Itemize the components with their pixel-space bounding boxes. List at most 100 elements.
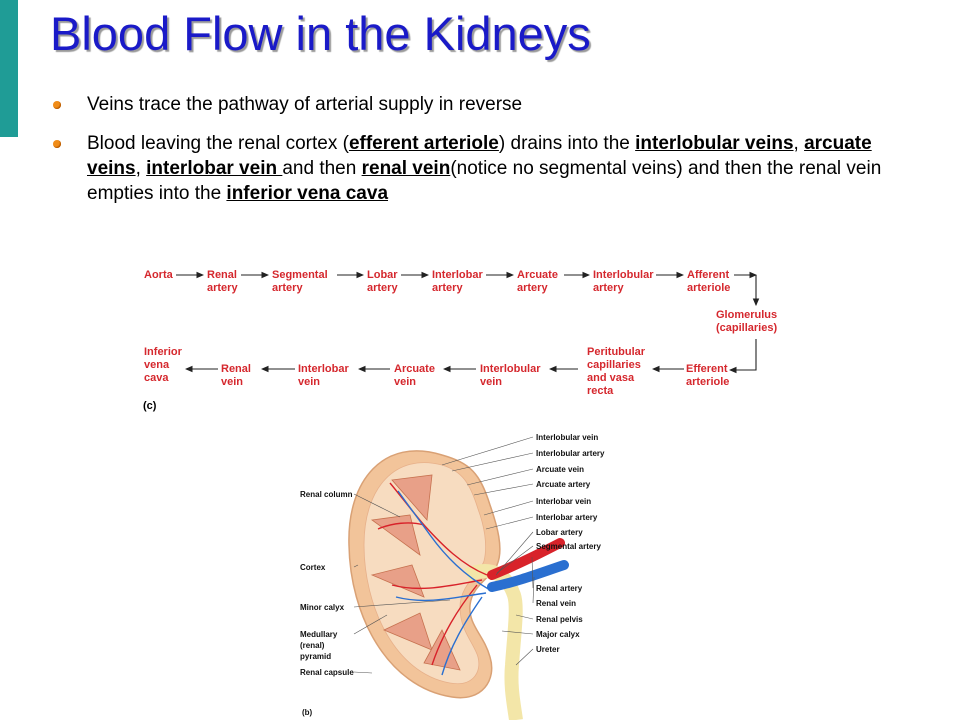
kidney-right-label: Arcuate vein [536, 465, 584, 474]
term-efferent-arteriole: efferent arteriole [348, 133, 499, 154]
flow-node-bottom-line: Efferent [686, 363, 728, 375]
kidney-right-label: Lobar artery [536, 528, 583, 537]
kidney-right-label: Interlobar artery [536, 513, 598, 522]
leader-line [353, 564, 359, 568]
kidney-left-label: Minor calyx [300, 603, 345, 612]
leader-line [501, 630, 534, 635]
flow-node-bottom-line: recta [587, 385, 614, 397]
flow-node-bottom-line: and vasa [587, 372, 635, 384]
leader-line [473, 483, 534, 496]
renal-pyramids [370, 474, 461, 671]
term-interlobar-vein: interlobar vein [146, 158, 283, 179]
flow-node-top-line: artery [432, 282, 463, 294]
kidney-right-label: Interlobular vein [536, 433, 598, 442]
bullet-list: Veins trace the pathway of arterial supp… [48, 92, 898, 220]
leader-line [441, 436, 534, 466]
flow-node-top-line: Interlobar [432, 269, 483, 281]
flow-node-top-line: artery [272, 282, 303, 294]
kidney-left-label: Renal column [300, 490, 353, 499]
flow-node-top-line: Afferent [687, 269, 730, 281]
kidney-right-label: Arcuate artery [536, 480, 591, 489]
leader-line [531, 556, 534, 589]
flow-node-top: Aorta [144, 269, 174, 281]
flow-node-bottom-line: arteriole [686, 376, 729, 388]
bullet-item: Blood leaving the renal cortex (efferent… [48, 131, 898, 206]
bullet-text: (notice no segmental veins) and then the… [87, 158, 882, 204]
leader-line [451, 452, 534, 472]
kidney-left-label: pyramid [300, 652, 331, 661]
leader-line [353, 614, 388, 635]
kidney-right-label: Interlobar vein [536, 497, 591, 506]
kidney-right-label: Interlobular artery [536, 449, 605, 458]
flow-node-bottom-line: vein [480, 376, 502, 388]
flow-node-glomerulus-line: (capillaries) [716, 322, 777, 334]
kidney-right-label: Renal artery [536, 584, 583, 593]
flow-panel-label: (c) [143, 400, 157, 412]
flow-node-bottom-line: vein [298, 376, 320, 388]
flow-node-top-line: Lobar [367, 269, 398, 281]
flow-node-top-line: Interlobular [593, 269, 654, 281]
bullet-text: , [135, 158, 147, 179]
flow-node-bottom-line: Interlobar [298, 363, 349, 375]
bullet-dot-icon [53, 101, 61, 109]
kidney-right-label: Major calyx [536, 630, 580, 639]
flow-node-top-line: arteriole [687, 282, 730, 294]
leader-line [466, 468, 534, 486]
kidney-left-label: Renal capsule [300, 668, 354, 677]
flow-node-top-line: artery [367, 282, 398, 294]
flow-node-top-line: artery [517, 282, 548, 294]
flow-node-top-line: Renal [207, 269, 237, 281]
bullet-text: Blood leaving the renal cortex ( [87, 133, 349, 154]
leader-line [353, 671, 373, 674]
leader-line [485, 516, 534, 530]
flow-node-top-line: Segmental [272, 269, 328, 281]
leader-line [496, 545, 534, 574]
bullet-text: , [793, 133, 805, 154]
bullet-text: ) drains into the [498, 133, 636, 154]
term-renal-vein: renal vein [361, 158, 451, 179]
bullet-dot-icon [53, 140, 61, 148]
kidney-right-label: Renal vein [536, 599, 576, 608]
bullet-text: and then [282, 158, 362, 179]
flow-node-top-line: artery [207, 282, 238, 294]
flow-node-bottom-line: cava [144, 372, 169, 384]
leader-line [483, 500, 534, 516]
kidney-left-label: (renal) [300, 641, 325, 650]
bullet-item: Veins trace the pathway of arterial supp… [48, 92, 898, 117]
leader-line [495, 531, 534, 576]
kidney-right-label: Segmental artery [536, 542, 601, 551]
leader-line [515, 614, 534, 620]
leader-line [515, 648, 534, 666]
flow-node-bottom-line: capillaries [587, 359, 641, 371]
flow-node-bottom-line: Interlobular [480, 363, 541, 375]
flow-node-glomerulus: Glomerulus(capillaries) [716, 309, 777, 334]
flow-node-bottom-line: vein [221, 376, 243, 388]
flow-node-bottom-line: vein [394, 376, 416, 388]
leader-line [353, 493, 401, 518]
term-inferior-vena-cava: inferior vena cava [226, 183, 389, 204]
leader-line [353, 599, 451, 608]
kidney-right-label: Renal pelvis [536, 615, 583, 624]
leader-line [532, 576, 535, 604]
slide-title: Blood Flow in the Kidneys [50, 7, 591, 60]
bullet-text: Veins trace the pathway of arterial supp… [87, 94, 523, 115]
flow-node-top-line: artery [593, 282, 624, 294]
kidney-panel-label: (b) [302, 708, 313, 717]
kidney-left-label: Cortex [300, 563, 326, 572]
term-arcuate-veins: arcuate veins [87, 133, 872, 179]
flow-node-bottom-line: Arcuate [394, 363, 435, 375]
